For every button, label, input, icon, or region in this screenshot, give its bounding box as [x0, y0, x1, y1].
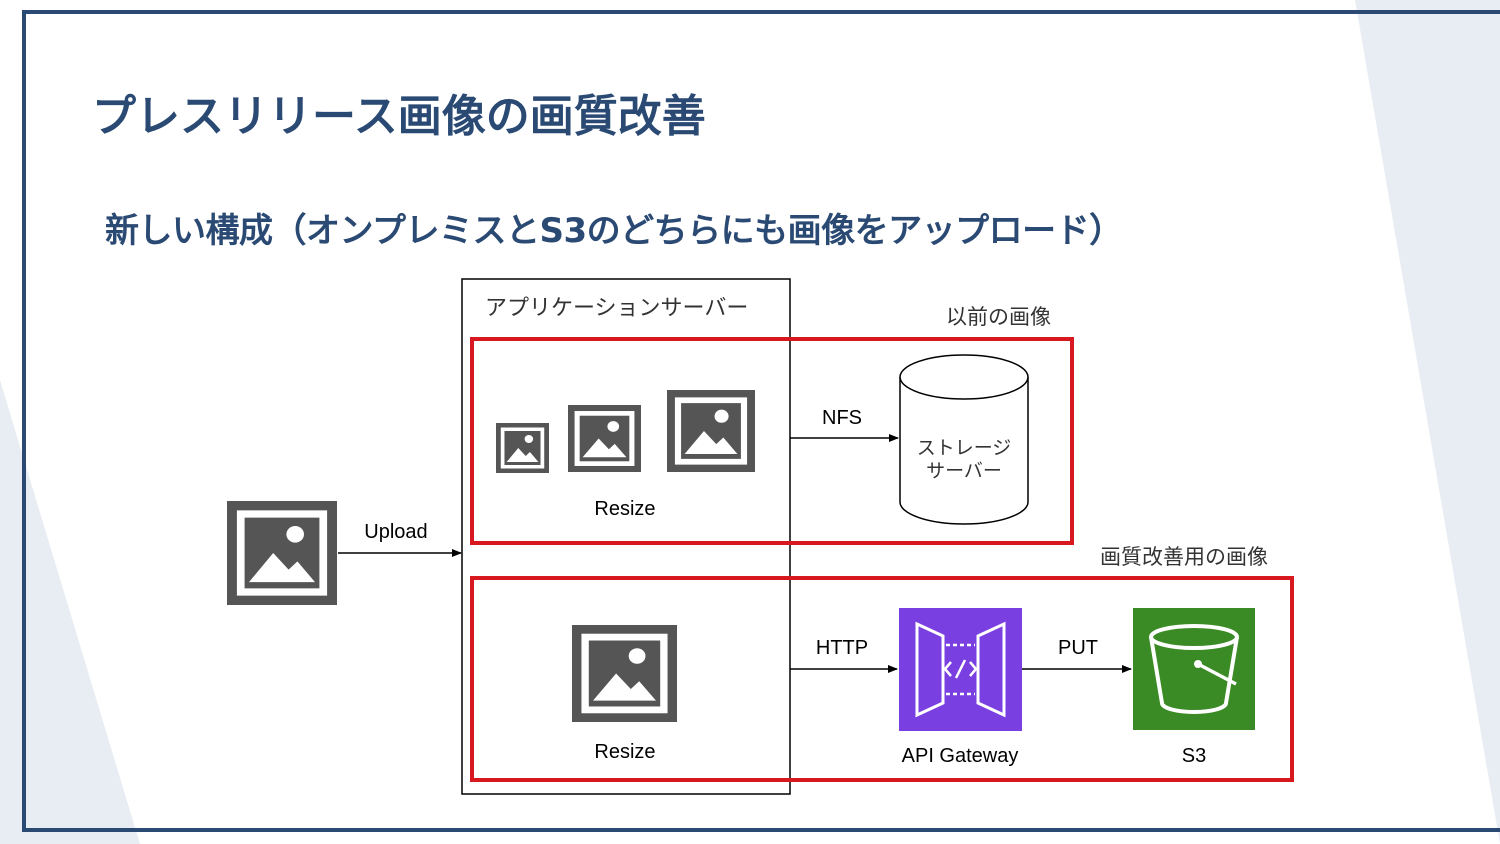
- slide-subtitle: 新しい構成（オンプレミスとS3のどちらにも画像をアップロード）: [105, 211, 1123, 251]
- image-icon: [227, 501, 337, 605]
- image-icon: [667, 390, 755, 472]
- image-icon: [568, 405, 641, 472]
- old-images-group: [470, 337, 1074, 545]
- http-edge-label: HTTP: [816, 637, 868, 659]
- resize-label-bottom: Resize: [594, 741, 655, 763]
- put-edge-label: PUT: [1058, 637, 1098, 659]
- image-icon: [496, 423, 549, 473]
- quality-images-group-label: 画質改善用の画像: [1100, 545, 1268, 569]
- app-server-label: アプリケーションサーバー: [485, 296, 748, 321]
- api-gateway-label: API Gateway: [902, 745, 1019, 767]
- nfs-edge-label: NFS: [822, 407, 862, 429]
- storage-server-label-line1: ストレージ: [917, 437, 1012, 459]
- old-images-group-label: 以前の画像: [946, 305, 1051, 329]
- s3-bucket-icon: [1133, 608, 1255, 730]
- s3-label: S3: [1182, 745, 1206, 767]
- slide-title: プレスリリース画像の画質改善: [92, 91, 706, 142]
- upload-edge-label: Upload: [364, 521, 427, 543]
- resize-label-top: Resize: [594, 498, 655, 520]
- slide-frame: [22, 10, 1500, 832]
- image-icon: [572, 625, 677, 722]
- database-icon: [899, 354, 1029, 525]
- app-server-box: [461, 278, 791, 795]
- quality-images-group: [470, 576, 1294, 782]
- storage-server-label-line2: サーバー: [926, 460, 1002, 482]
- api-gateway-icon: [899, 608, 1022, 731]
